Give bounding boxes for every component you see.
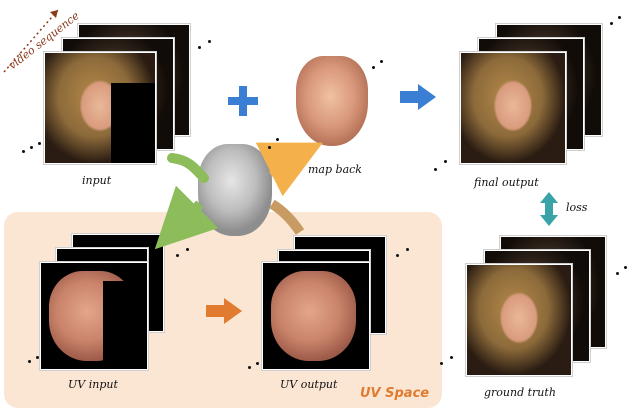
- to-uv-arrow: [154, 185, 219, 250]
- curved-arrow-icon: [167, 153, 209, 183]
- ground-truth-label: ground truth: [484, 386, 556, 399]
- uv-input-label: UV input: [68, 378, 118, 391]
- uv-input-occlusion: [103, 281, 147, 369]
- input-frame-front: [44, 52, 156, 164]
- uv-input-frame-front: [40, 262, 148, 370]
- uv-space-label: UV Space: [360, 386, 430, 401]
- rendered-face: [296, 56, 368, 146]
- double-arrow-icon: [540, 192, 558, 226]
- loss-label: loss: [566, 201, 588, 214]
- uv-output-frame-front: [262, 262, 370, 370]
- final-output-frame-front: [460, 52, 566, 164]
- uv-output-label: UV output: [280, 378, 338, 391]
- final-output-label: final output: [474, 176, 539, 189]
- map-back-arrow: [255, 142, 323, 197]
- plus-icon: [228, 86, 258, 116]
- video-sequence-arrow: [3, 9, 59, 73]
- uv-output-face: [271, 271, 357, 361]
- right-arrow-icon: [400, 84, 436, 110]
- ground-truth-frame-front: [466, 264, 572, 376]
- input-occlusion-mask: [111, 83, 155, 163]
- from-uv-arrow: [269, 199, 305, 235]
- uv-arrow-icon: [206, 298, 242, 324]
- input-label: input: [82, 174, 112, 187]
